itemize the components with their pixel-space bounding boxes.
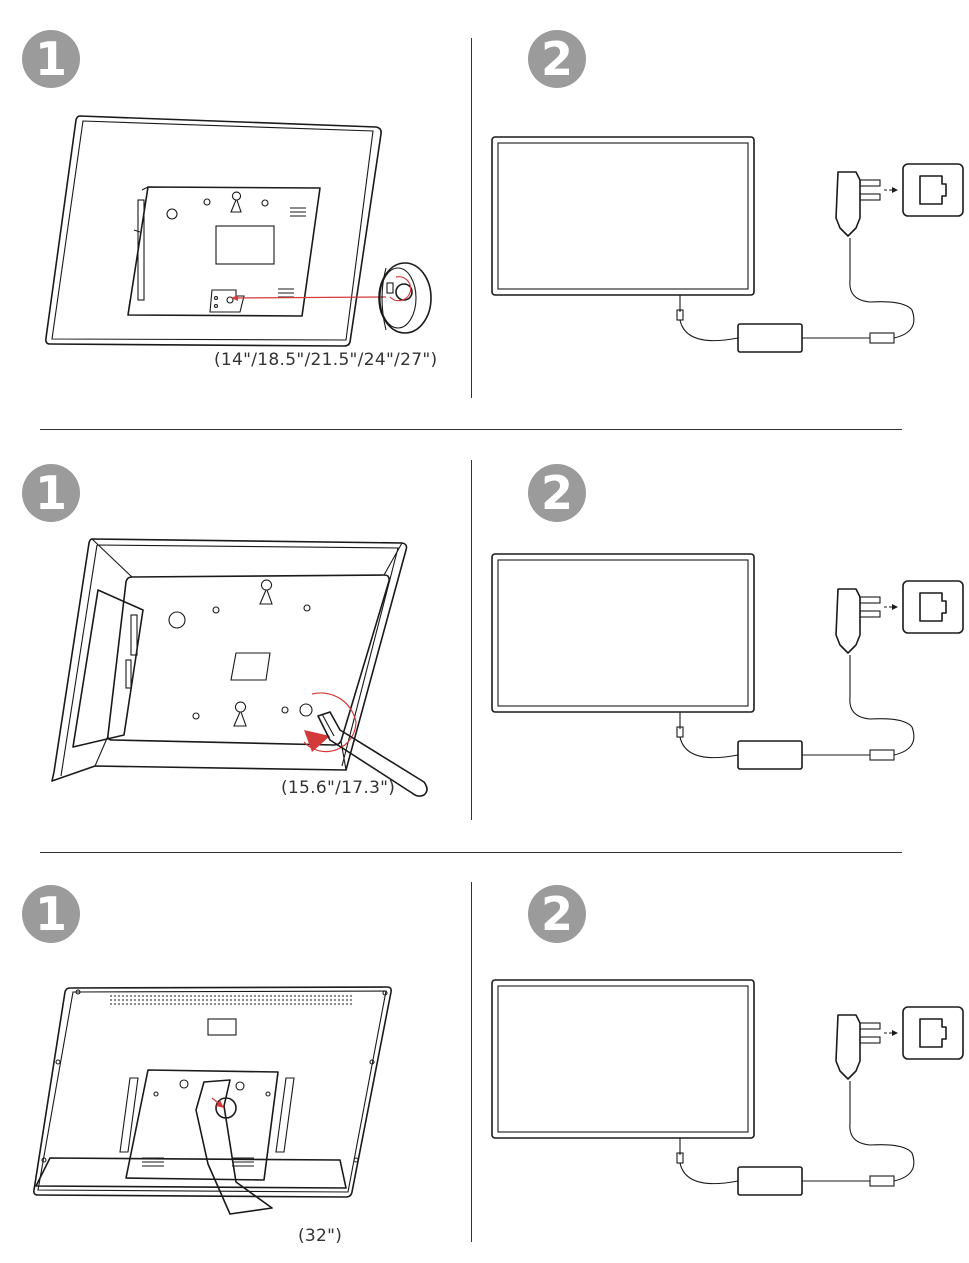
power-adapter-icon [737,323,803,353]
step-2-illustration [491,979,964,1196]
display-back-icon [51,538,408,782]
wall-mount-knob-icon [378,262,432,334]
monitor-icon [491,136,755,296]
wall-plug-icon [835,171,881,237]
step-2-badge: 2 [528,464,586,522]
section-divider-2 [40,852,902,853]
column-divider-3 [471,882,472,1242]
stand-leg-icon [195,1079,273,1215]
step-1-badge: 1 [22,885,80,943]
stand-leg-icon [317,711,428,797]
size-label: (14"/18.5"/21.5"/24"/27") [214,350,438,370]
step-2-illustration [491,553,964,770]
size-label: (32") [298,1226,343,1246]
size-label: (15.6"/17.3") [281,778,396,798]
step-2-badge: 2 [528,30,586,88]
column-divider-2 [471,460,472,820]
step-2-badge: 2 [528,885,586,943]
display-back-icon [33,986,392,1198]
column-divider-1 [471,38,472,398]
step-1-badge: 1 [22,30,80,88]
power-outlet-icon [902,163,964,217]
display-back-icon [45,115,382,347]
section-divider-1 [40,429,902,430]
step-1-badge: 1 [22,464,80,522]
